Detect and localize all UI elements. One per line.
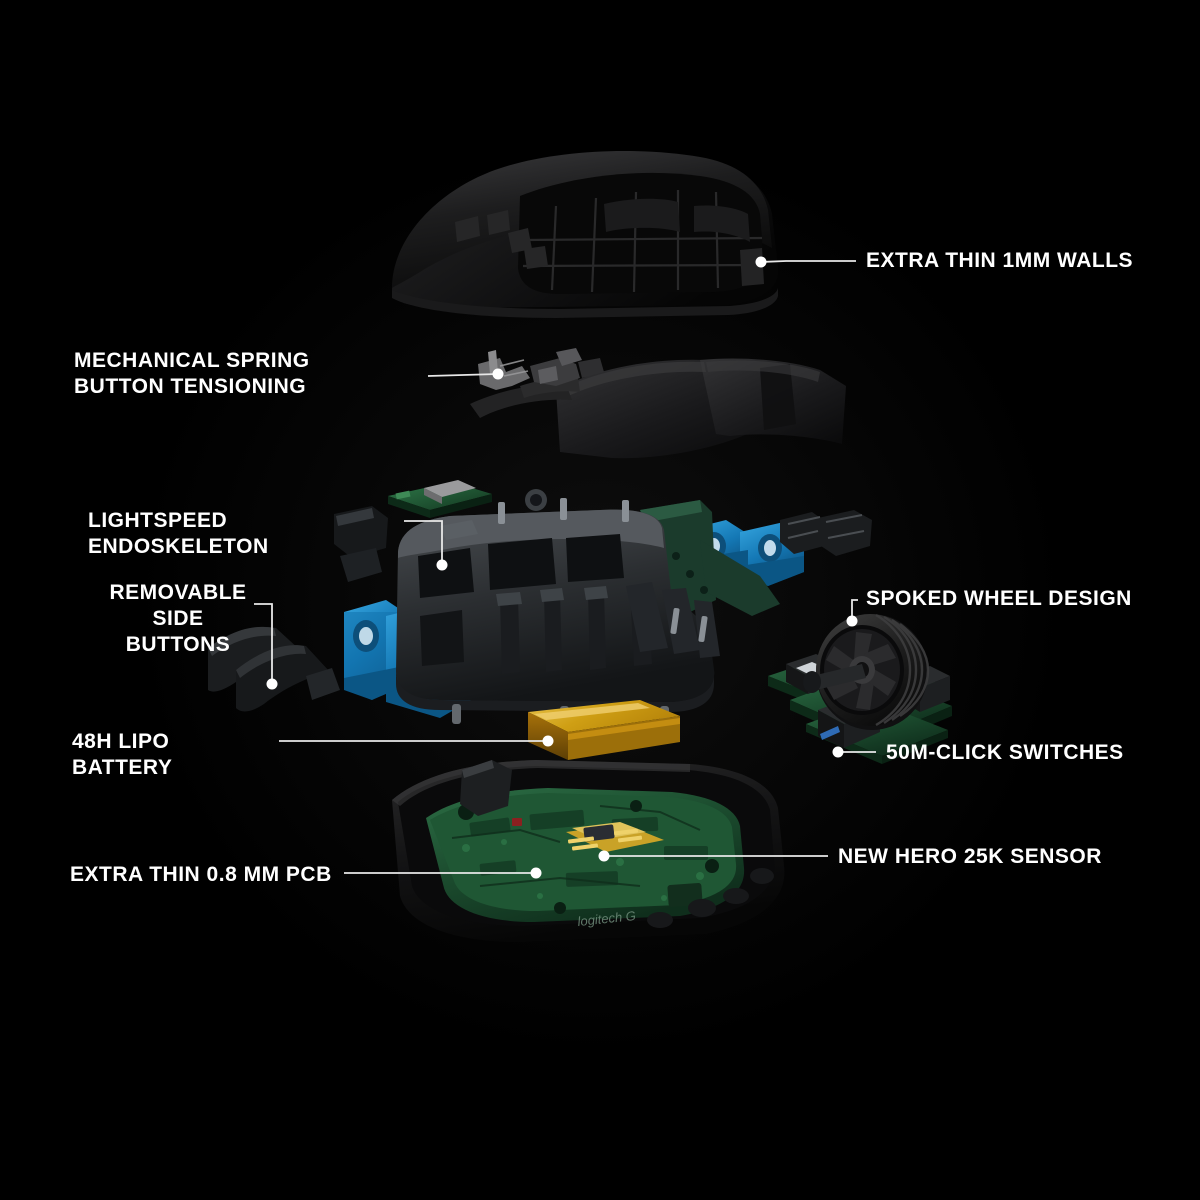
leader-dot-lipo-battery xyxy=(542,735,554,747)
callout-lightspeed-endoskeleton: LIGHTSPEED ENDOSKELETON xyxy=(88,509,269,558)
part-spring-mechanism xyxy=(478,348,604,390)
part-button-plates xyxy=(470,358,846,459)
leader-dot-extra-thin-walls xyxy=(755,256,767,268)
brand-silkscreen: logitech G xyxy=(577,908,637,929)
leader-dot-hero-sensor xyxy=(598,850,610,862)
leader-dot-removable-side xyxy=(266,678,278,690)
part-top-shell xyxy=(392,151,779,318)
leader-dot-mechanical-spring xyxy=(492,368,504,380)
part-hero-sensor-chip xyxy=(566,822,664,852)
callout-click-switches: 50M-CLICK SWITCHES xyxy=(886,741,1124,764)
callout-extra-thin-walls: EXTRA THIN 1MM WALLS xyxy=(866,249,1134,272)
callout-removable-side-buttons: REMOVABLE SIDE BUTTONS xyxy=(109,581,247,656)
callout-lipo-battery: 48H LIPO BATTERY xyxy=(72,730,173,779)
part-small-clips xyxy=(780,510,872,556)
part-small-pcb-top xyxy=(388,480,492,518)
part-endoskeleton xyxy=(334,489,720,728)
callout-thin-pcb: EXTRA THIN 0.8 MM PCB xyxy=(70,863,332,886)
callout-spoked-wheel-design: SPOKED WHEEL DESIGN xyxy=(866,587,1132,610)
leader-dot-lightspeed-endo xyxy=(436,559,448,571)
part-base-shell: logitech G xyxy=(392,760,785,942)
callout-hero-sensor: NEW HERO 25K SENSOR xyxy=(838,845,1102,868)
part-scroll-wheel xyxy=(803,613,930,730)
leader-dot-spoked-wheel xyxy=(846,615,858,627)
leader-dots xyxy=(266,256,858,879)
leader-dot-click-switches xyxy=(832,746,844,758)
callout-mechanical-spring: MECHANICAL SPRING BUTTON TENSIONING xyxy=(74,349,310,398)
leader-dot-thin-pcb xyxy=(530,867,542,879)
